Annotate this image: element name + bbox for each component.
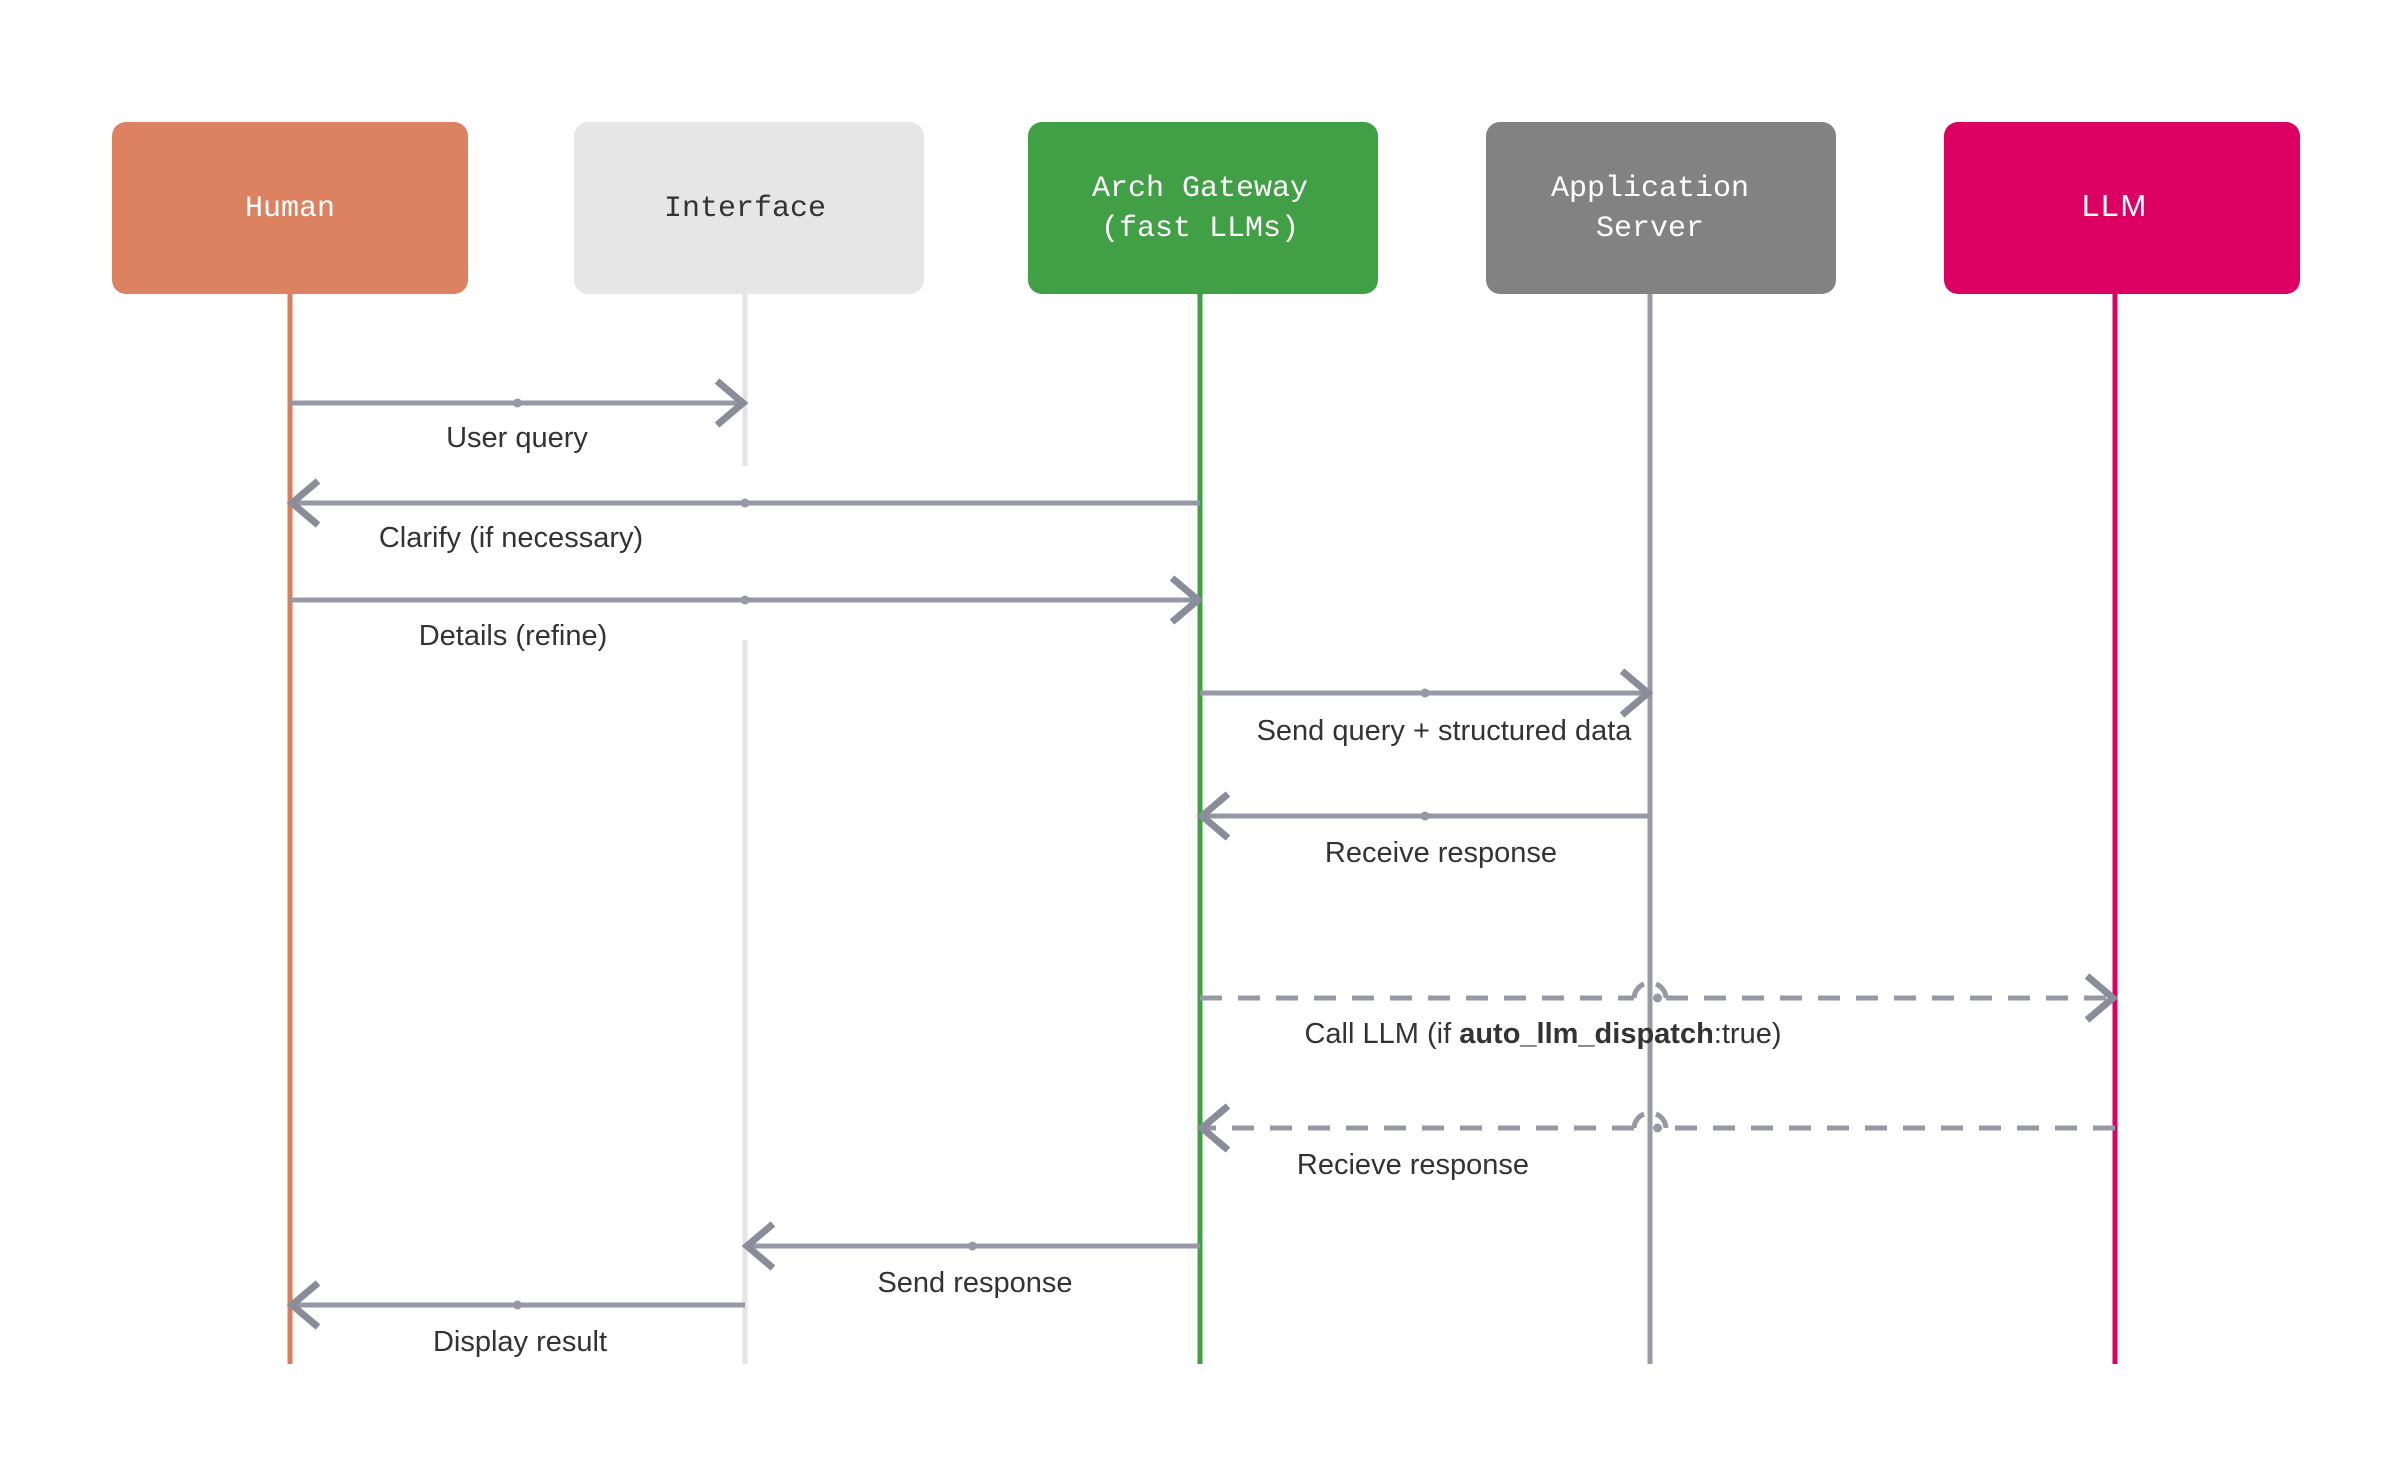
participant-gateway[interactable]: Arch Gateway (fast LLMs): [1028, 122, 1378, 294]
line-jump-right-m6: [1654, 981, 1669, 999]
message-m9: Display result: [286, 1280, 745, 1358]
message-label-m6: Call LLM (if auto_llm_dispatch:true): [1304, 1018, 1781, 1050]
message-m8: Send response: [741, 1221, 1200, 1299]
message-label-m9: Display result: [433, 1326, 607, 1358]
participant-box-human[interactable]: [112, 122, 468, 294]
message-label-m2: Clarify (if necessary): [379, 522, 643, 554]
message-m6: Call LLM (if auto_llm_dispatch:true): [1200, 973, 2119, 1050]
line-jump-left-m7: [1631, 1111, 1646, 1129]
message-midpoint-dot-m7: [1653, 1123, 1662, 1133]
participant-box-llm[interactable]: [1944, 122, 2300, 294]
message-midpoint-dot-m6: [1653, 993, 1662, 1003]
arrow-head-m8: [741, 1221, 776, 1271]
participant-label-appserver: Server: [1596, 212, 1704, 246]
message-label-m8: Send response: [877, 1267, 1072, 1299]
arrow-head-m9: [286, 1280, 321, 1330]
participant-label-llm: LLM: [2082, 188, 2148, 223]
message-label-m3: Details (refine): [419, 620, 608, 652]
participant-label-human: Human: [245, 192, 335, 226]
arrow-head-m6: [2084, 973, 2119, 1023]
message-midpoint-dot-m2: [740, 498, 750, 508]
participant-box-interface[interactable]: [574, 122, 924, 294]
arrow-head-m1: [714, 378, 749, 428]
participant-interface[interactable]: Interface: [574, 122, 924, 294]
participant-llm[interactable]: LLM: [1944, 122, 2300, 294]
message-m4: Send query + structured data: [1200, 668, 1654, 747]
message-m5: Receive response: [1196, 791, 1650, 869]
arrow-head-m3: [1169, 575, 1204, 625]
arrow-head-m2: [286, 478, 321, 528]
participant-label-interface: Interface: [664, 192, 826, 226]
participant-label-appserver: Application: [1551, 172, 1749, 206]
participant-label-gateway: (fast LLMs): [1101, 212, 1299, 246]
participant-box-gateway[interactable]: [1028, 122, 1378, 294]
participant-human[interactable]: Human: [112, 122, 468, 294]
arrow-head-m4: [1619, 668, 1654, 718]
message-m3: Details (refine): [290, 575, 1204, 652]
actors-group: Human Interface Arch Gateway (fast LLMs) App…: [112, 122, 2300, 294]
participant-label-gateway: Arch Gateway: [1092, 172, 1308, 206]
arrow-head-m5: [1196, 791, 1231, 841]
message-midpoint-dot-m3: [740, 595, 750, 605]
message-m1: User query: [290, 378, 749, 454]
message-midpoint-dot-m1: [513, 398, 522, 408]
line-jump-right-m7: [1654, 1111, 1669, 1129]
message-midpoint-dot-m9: [513, 1300, 522, 1310]
participant-box-appserver[interactable]: [1486, 122, 1836, 294]
message-label-m5: Receive response: [1325, 837, 1557, 869]
message-m7: Recieve response: [1196, 1103, 2115, 1181]
message-midpoint-dot-m8: [968, 1241, 977, 1251]
message-label-m1: User query: [446, 422, 588, 454]
line-jump-left-m6: [1631, 981, 1646, 999]
message-label-m4: Send query + structured data: [1257, 715, 1633, 747]
message-m2: Clarify (if necessary): [286, 478, 1200, 554]
message-midpoint-dot-m4: [1420, 688, 1430, 698]
message-label-m7: Recieve response: [1297, 1149, 1529, 1181]
lifelines-group: [287, 294, 2118, 1364]
message-midpoint-dot-m5: [1420, 811, 1430, 821]
arrow-head-m7: [1196, 1103, 1231, 1153]
